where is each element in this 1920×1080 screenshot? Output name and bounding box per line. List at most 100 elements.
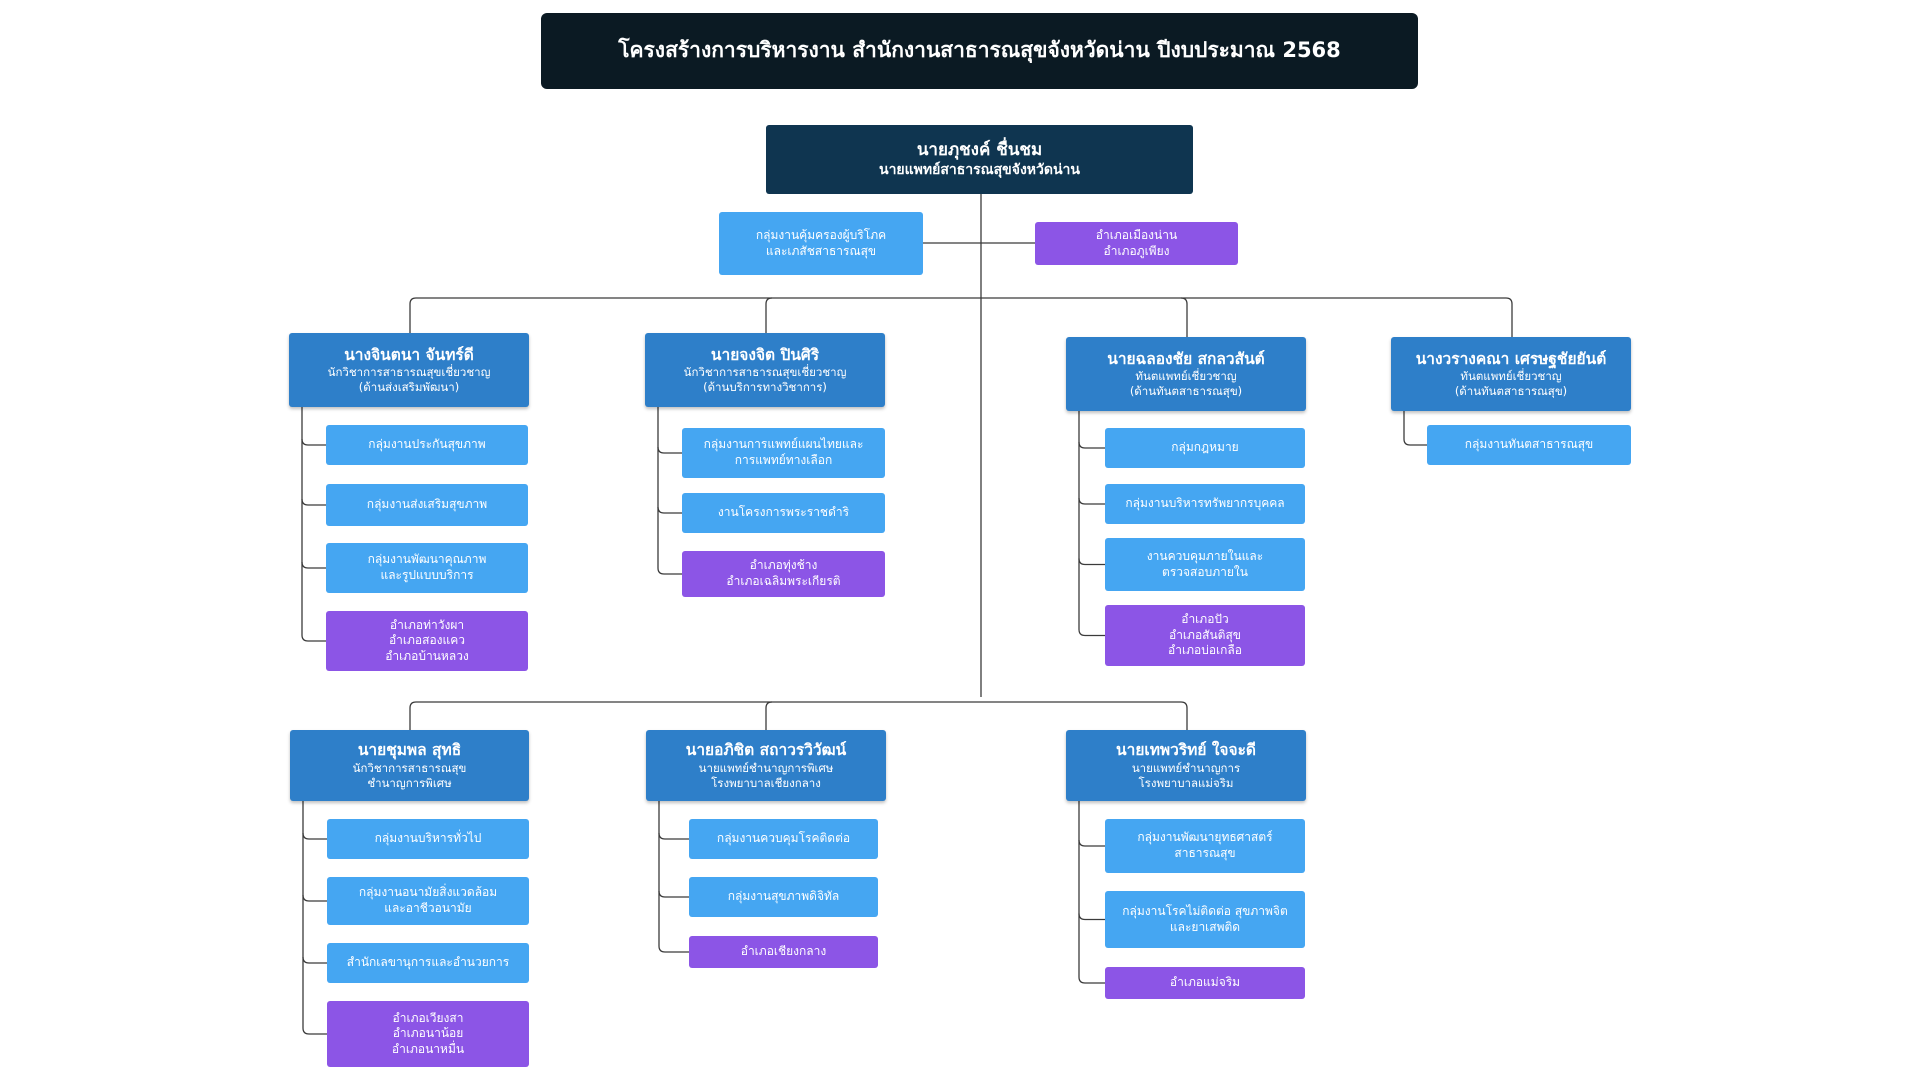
branch-drop [765,701,773,709]
branch-drop [1505,297,1513,305]
unit-connector [302,832,327,840]
manager-box: นางจินตนา จันทร์ดีนักวิชาการสาธารณสุขเชี… [289,333,529,407]
unit-connector [658,945,689,953]
district-box: อำเภอเวียงสาอำเภอนาน้อยอำเภอนาหมื่น [327,1001,529,1067]
unit-line: กลุ่มงานการแพทย์แผนไทยและ [703,437,864,452]
unit-line: กลุ่มงานทันตสาธารณสุข [1464,437,1594,452]
unit-connector [302,1027,327,1035]
manager-position: (ด้านทันตสาธารณสุข) [1454,384,1568,399]
manager-name: นายฉลองชัย สกลวสันต์ [1107,349,1265,368]
unit-connector [1078,839,1105,847]
unit-line: กลุ่มงานบริหารทั่วไป [374,831,482,846]
branch-drop [765,297,773,305]
district-line: อำเภอนาหมื่น [391,1041,465,1056]
manager-position: นักวิชาการสาธารณสุขเชี่ยวชาญ [327,365,491,380]
unit-connector [658,890,689,898]
unit-connector [1078,629,1105,637]
district-box: อำเภอแม่จริม [1105,967,1305,999]
unit-line: สาธารณสุข [1174,846,1236,860]
manager-box: นางวรางคณา เศรษฐชัยยันต์ทันตแพทย์เชี่ยวช… [1391,337,1631,411]
manager-position: (ด้านบริการทางวิชาการ) [703,380,827,395]
unit-line: กลุ่มงานอนามัยสิ่งแวดล้อม [358,885,498,900]
unit-line: กลุ่มงานควบคุมโรคติดต่อ [716,831,851,846]
unit-connector [658,832,689,840]
unit-connector [301,438,326,446]
unit-connector [1078,558,1105,566]
work-unit-box: กลุ่มงานโรคไม่ติดต่อ สุขภาพจิตและยาเสพติ… [1105,891,1305,948]
unit-connector [302,894,327,902]
district-line: อำเภอเชียงกลาง [740,944,827,959]
manager-position: นักวิชาการสาธารณสุขเชี่ยวชาญ [683,365,847,380]
manager-name: นายชุมพล สุทธิ [357,741,462,760]
director-position: นายแพทย์สาธารณสุขจังหวัดน่าน [879,162,1080,179]
unit-line: และยาเสพติด [1169,919,1241,934]
manager-position: (ด้านส่งเสริมพัฒนา) [358,380,460,395]
chart-title-text: โครงสร้างการบริหารงาน สำนักงานสาธารณสุขจ… [618,38,1341,63]
branch-drop [409,701,417,709]
unit-connector [1078,497,1105,505]
unit-line: และเภสัชสาธารณสุข [765,243,877,258]
district-line: อำเภอสองแคว [388,633,466,648]
manager-name: นายอภิชิต สถาวรวิวัฒน์ [685,741,847,760]
work-unit-box: งานควบคุมภายในและตรวจสอบภายใน [1105,538,1305,591]
district-line: อำเภอเวียงสา [392,1010,464,1025]
work-unit-box: กลุ่มงานบริหารทรัพยากรบุคคล [1105,484,1305,524]
manager-box: นายชุมพล สุทธินักวิชาการสาธารณสุขชำนาญกา… [290,730,529,801]
consumer-protection-unit: กลุ่มงานคุ้มครองผู้บริโภค และเภสัชสาธารณ… [719,212,923,275]
manager-name: นางวรางคณา เศรษฐชัยยันต์ [1415,349,1607,368]
district-line: อำเภอสันติสุข [1168,627,1241,642]
district-line: อำเภอแม่จริม [1169,975,1241,990]
unit-line: กลุ่มงานโรคไม่ติดต่อ สุขภาพจิต [1122,903,1288,918]
work-unit-box: กลุ่มงานพัฒนายุทธศาสตร์สาธารณสุข [1105,819,1305,873]
director-district-box: อำเภอเมืองน่าน อำเภอภูเพียง [1035,222,1238,265]
unit-line: กลุ่มกฎหมาย [1171,440,1239,455]
district-box: อำเภอเชียงกลาง [689,936,878,968]
unit-connector [1403,438,1427,446]
manager-position: (ด้านทันตสาธารณสุข) [1129,384,1243,399]
manager-name: นายจงจิต ปินศิริ [710,345,820,364]
unit-connector [1078,976,1105,984]
director-box: นายภุชงค์ ชื่นชม นายแพทย์สาธารณสุขจังหวั… [766,125,1193,194]
unit-line: กลุ่มงานพัฒนาคุณภาพ [367,552,487,567]
unit-line: การแพทย์ทางเลือก [734,453,833,467]
district-line: อำเภอปัว [1181,612,1229,627]
manager-position: นายแพทย์ชำนาญการพิเศษ [698,760,834,775]
work-unit-box: กลุ่มกฎหมาย [1105,428,1305,468]
district-box: อำเภอท่าวังผาอำเภอสองแควอำเภอบ้านหลวง [326,611,528,671]
unit-line: สำนักเลขานุการและอำนวยการ [346,955,510,970]
work-unit-box: สำนักเลขานุการและอำนวยการ [327,943,529,983]
manager-position: ทันตแพทย์เชี่ยวชาญ [1460,369,1562,384]
district-line: อำเภอภูเพียง [1103,243,1170,258]
manager-position: นายแพทย์ชำนาญการ [1131,760,1241,775]
unit-connector [301,561,326,569]
district-line: อำเภอทุ่งช้าง [749,558,818,573]
work-unit-box: กลุ่มงานควบคุมโรคติดต่อ [689,819,878,859]
district-box: อำเภอปัวอำเภอสันติสุขอำเภอบ่อเกลือ [1105,605,1305,666]
unit-connector [1078,441,1105,449]
district-line: อำเภอเฉลิมพระเกียรติ [726,574,841,588]
manager-box: นายเทพวริทย์ ใจจะดีนายแพทย์ชำนาญการโรงพย… [1066,730,1306,801]
manager-position: โรงพยาบาลเชียงกลาง [711,775,821,790]
chart-title: โครงสร้างการบริหารงาน สำนักงานสาธารณสุขจ… [541,13,1418,89]
manager-box: นายอภิชิต สถาวรวิวัฒน์นายแพทย์ชำนาญการพิ… [646,730,886,801]
district-line: อำเภอบ้านหลวง [385,648,469,663]
manager-box: นายฉลองชัย สกลวสันต์ทันตแพทย์เชี่ยวชาญ(ด… [1066,337,1306,411]
work-unit-box: กลุ่มงานประกันสุขภาพ [326,425,528,465]
unit-line: กลุ่มงานคุ้มครองผู้บริโภค [755,227,887,242]
manager-position: ชำนาญการพิเศษ [367,775,452,790]
manager-position: โรงพยาบาลแม่จริม [1138,775,1234,790]
unit-connector [301,634,326,642]
unit-line: งานควบคุมภายในและ [1146,548,1264,563]
district-line: อำเภอบ่อเกลือ [1168,643,1242,658]
unit-connector [657,506,682,514]
branch-drop [409,297,417,305]
district-line: อำเภอเมืองน่าน [1095,227,1178,242]
work-unit-box: กลุ่มงานอนามัยสิ่งแวดล้อมและอาชีวอนามัย [327,877,529,925]
district-line: อำเภอท่าวังผา [389,617,465,632]
manager-name: นางจินตนา จันทร์ดี [344,345,474,364]
work-unit-box: กลุ่มงานการแพทย์แผนไทยและการแพทย์ทางเลือ… [682,428,885,478]
branch-drop [1180,701,1188,709]
district-line: อำเภอนาน้อย [392,1026,464,1041]
unit-connector [301,498,326,506]
work-unit-box: กลุ่มงานสุขภาพดิจิทัล [689,877,878,917]
